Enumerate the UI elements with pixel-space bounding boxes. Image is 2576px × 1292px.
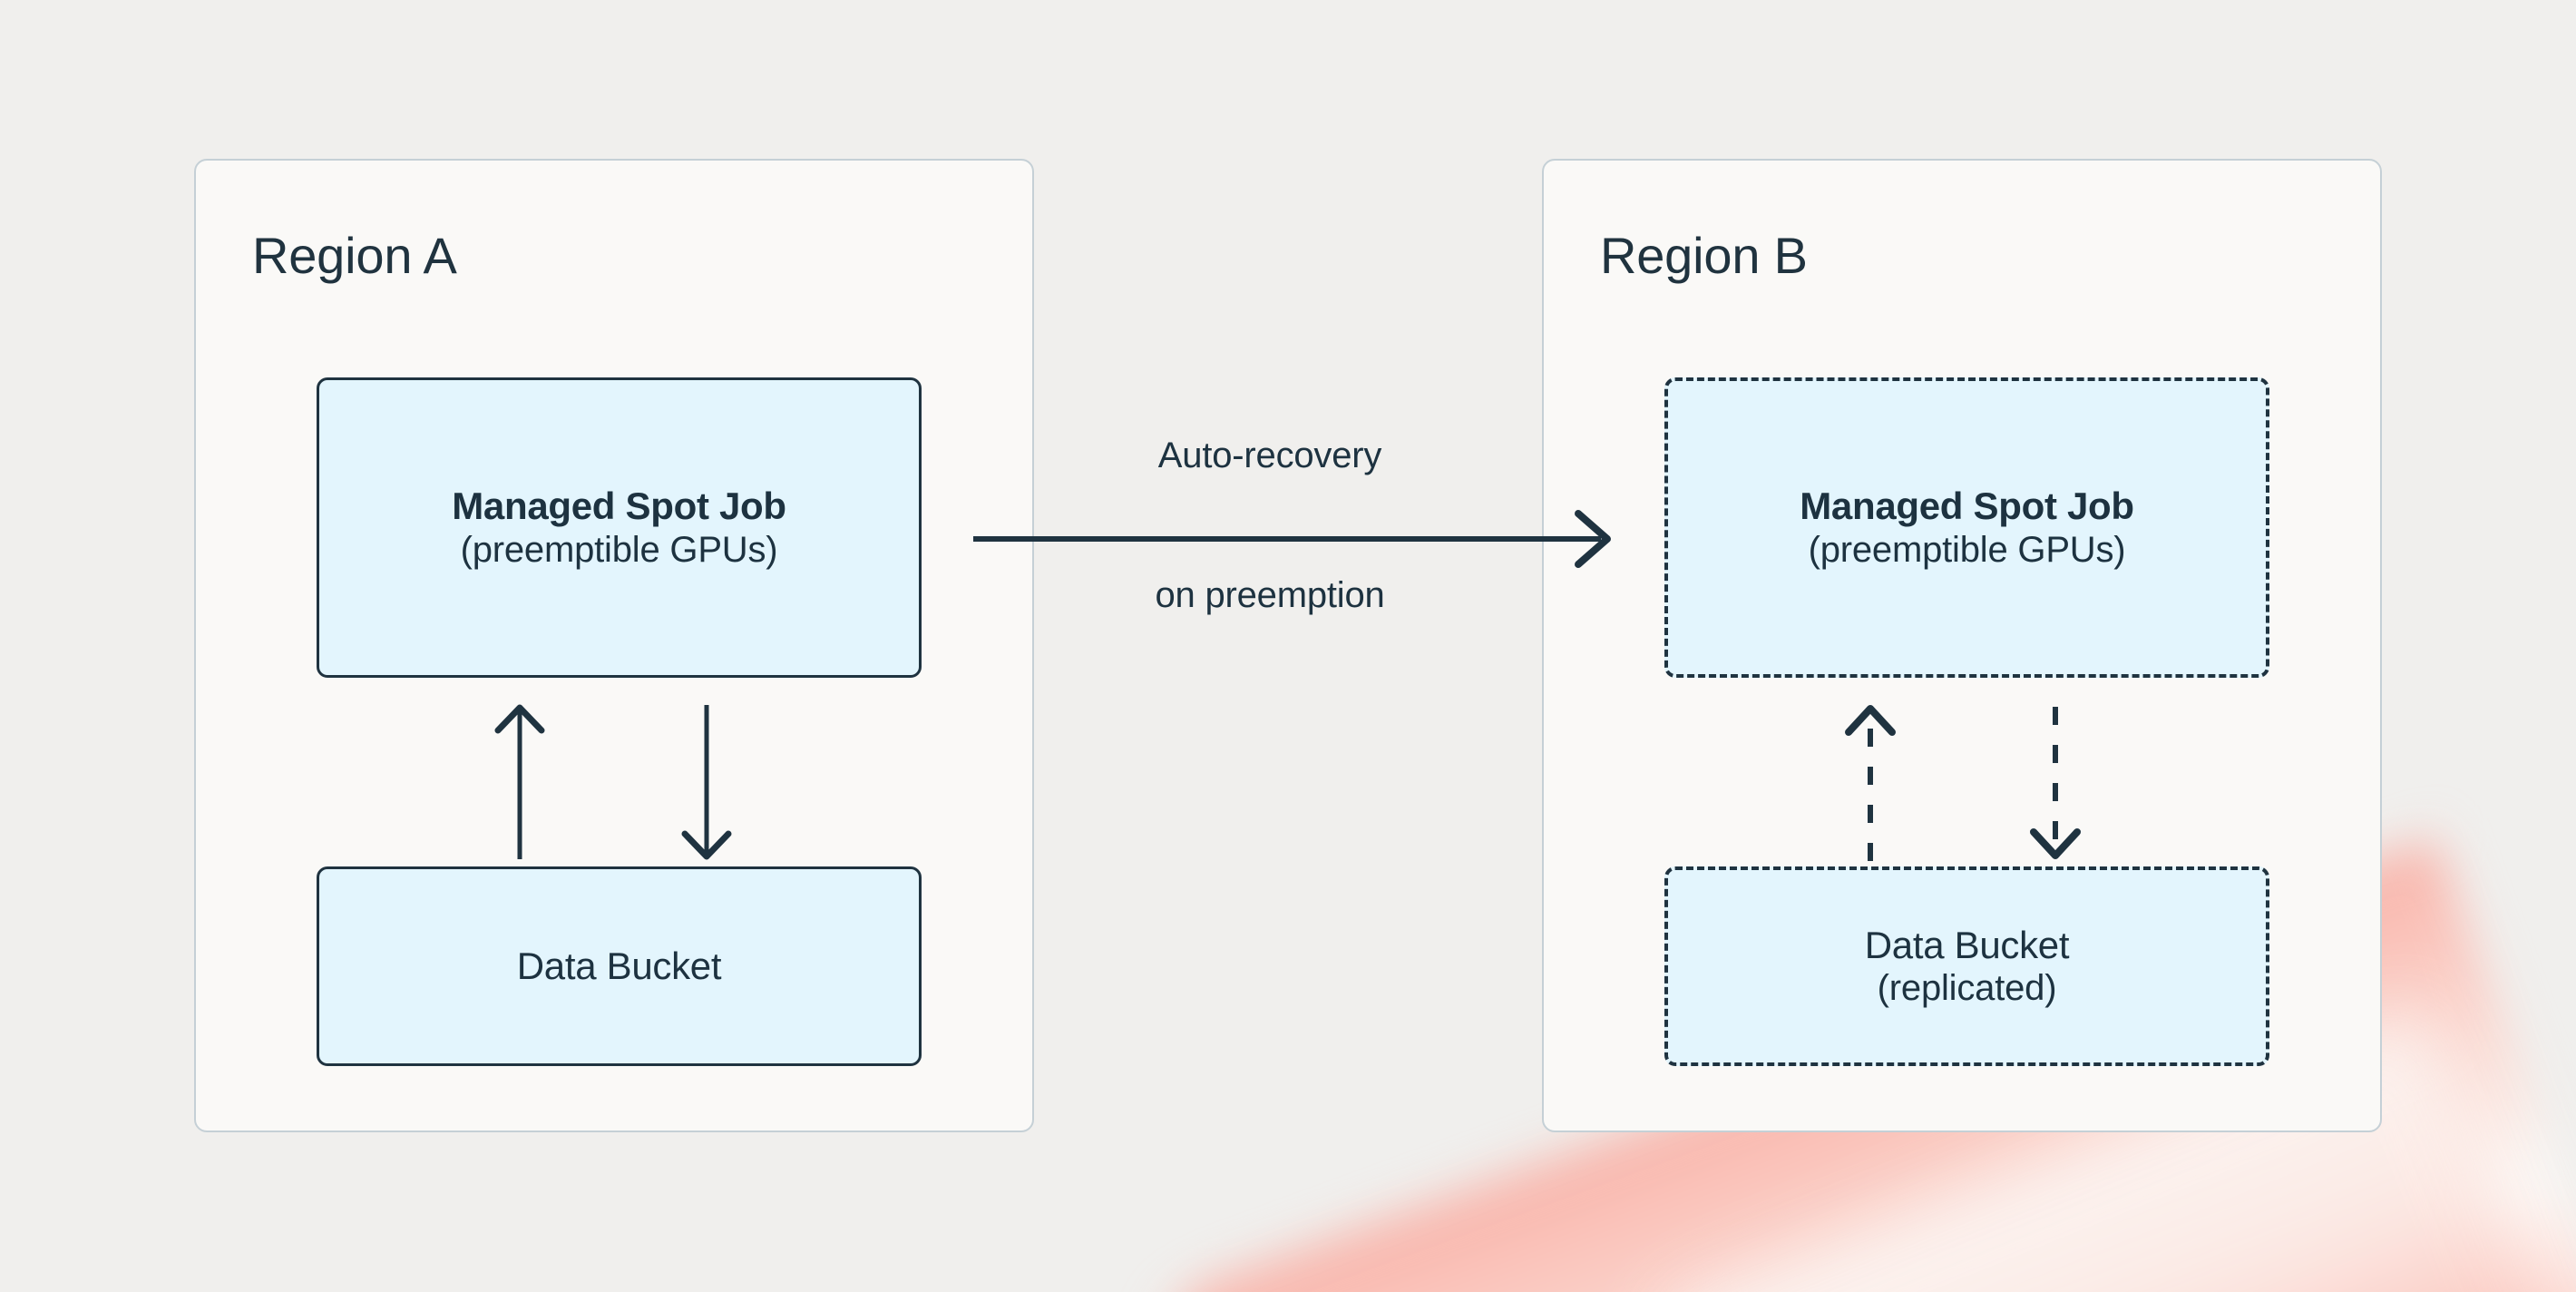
region-b-panel: Region B Managed Spot Job (preemptible G… — [1542, 159, 2382, 1132]
region-b-title: Region B — [1600, 227, 1808, 284]
arrow-up-head-b — [1845, 705, 1896, 736]
bucket-node-subtitle-b: (replicated) — [1877, 968, 2057, 1009]
data-bucket-node-region-a: Data Bucket — [317, 866, 922, 1066]
managed-spot-job-node-region-a: Managed Spot Job (preemptible GPUs) — [317, 377, 922, 678]
job-node-title-b: Managed Spot Job — [1800, 484, 2134, 528]
flow-label-line-2: on preemption — [1155, 575, 1385, 615]
region-a-title: Region A — [252, 227, 457, 284]
job-node-subtitle-b: (preemptible GPUs) — [1808, 529, 2126, 570]
arrow-down-head-b — [2030, 828, 2081, 859]
bucket-node-title-b: Data Bucket — [1864, 923, 2070, 966]
flow-label-line-1: Auto-recovery — [1157, 436, 1382, 475]
region-a-panel: Region A Managed Spot Job (preemptible G… — [194, 159, 1034, 1132]
bucket-node-title-a: Data Bucket — [516, 945, 722, 988]
job-node-title-a: Managed Spot Job — [452, 484, 786, 528]
arrow-up-head-a — [494, 704, 545, 734]
job-node-subtitle-a: (preemptible GPUs) — [460, 529, 778, 570]
data-bucket-node-region-b: Data Bucket (replicated) — [1664, 866, 2269, 1066]
managed-spot-job-node-region-b: Managed Spot Job (preemptible GPUs) — [1664, 377, 2269, 678]
arrow-down-head-a — [681, 830, 732, 860]
